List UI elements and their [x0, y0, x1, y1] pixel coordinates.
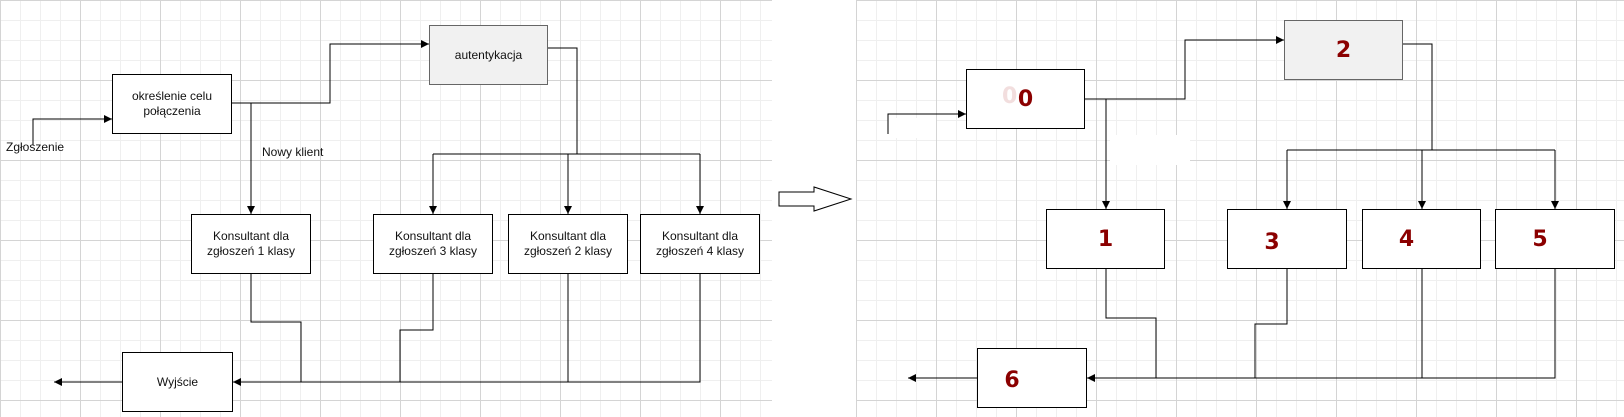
node-1-box: 1 — [1046, 209, 1165, 269]
node-0-label: 0 — [1017, 86, 1034, 112]
left-diagram-canvas — [0, 0, 772, 417]
edge-consultant4-to-out — [233, 274, 701, 386]
edge-purpose-to-auth — [232, 40, 429, 104]
node-2-box: 2 — [1284, 20, 1403, 80]
node-0-ghost-label: 0 — [1002, 84, 1018, 109]
edge-auth-bus — [548, 47, 578, 154]
erased-area-1 — [888, 118, 936, 138]
edge-r-5-to-6 — [1087, 269, 1556, 382]
edge-r-3-to-6 — [1254, 269, 1288, 378]
input-label: Zgłoszenie — [6, 140, 65, 154]
node-3-box: 3 — [1227, 209, 1347, 269]
new-client-label: Nowy klient — [262, 145, 324, 159]
consultant-class1-box: Konsultant dla zgłoszeń 1 klasy — [191, 214, 311, 274]
edge-r-2-bus — [1403, 43, 1433, 150]
edge-r-1-to-6 — [1105, 269, 1157, 378]
edge-r-input-to-0 — [887, 110, 966, 134]
edge-consultant1-to-out — [250, 274, 302, 382]
edge-consultant3-to-out — [399, 274, 434, 382]
edge-input-to-purpose — [32, 115, 112, 145]
edge-r-0-to-2 — [1085, 36, 1284, 100]
purpose-box: określenie celu połączenia — [112, 74, 232, 134]
erased-area-2 — [1110, 135, 1190, 165]
output-box: Wyjście — [122, 352, 233, 412]
node-5-label: 5 — [1532, 226, 1548, 252]
node-4-label: 4 — [1398, 226, 1415, 252]
node-3-label: 3 — [1264, 229, 1280, 255]
node-6-label: 6 — [1004, 367, 1020, 393]
consultant-class3-box: Konsultant dla zgłoszeń 3 klasy — [373, 214, 493, 274]
consultant-class4-box: Konsultant dla zgłoszeń 4 klasy — [640, 214, 760, 274]
node-4-box: 4 — [1362, 209, 1481, 269]
node-2-label: 2 — [1335, 37, 1352, 63]
node-5-box: 5 — [1495, 209, 1615, 269]
node-1-label: 1 — [1097, 226, 1114, 252]
node-6-box: 6 — [977, 348, 1087, 408]
node-0-box: 0 0 — [966, 69, 1085, 129]
hollow-right-arrow-icon — [778, 186, 853, 212]
auth-box: autentykacja — [429, 25, 548, 85]
consultant-class2-box: Konsultant dla zgłoszeń 2 klasy — [508, 214, 628, 274]
